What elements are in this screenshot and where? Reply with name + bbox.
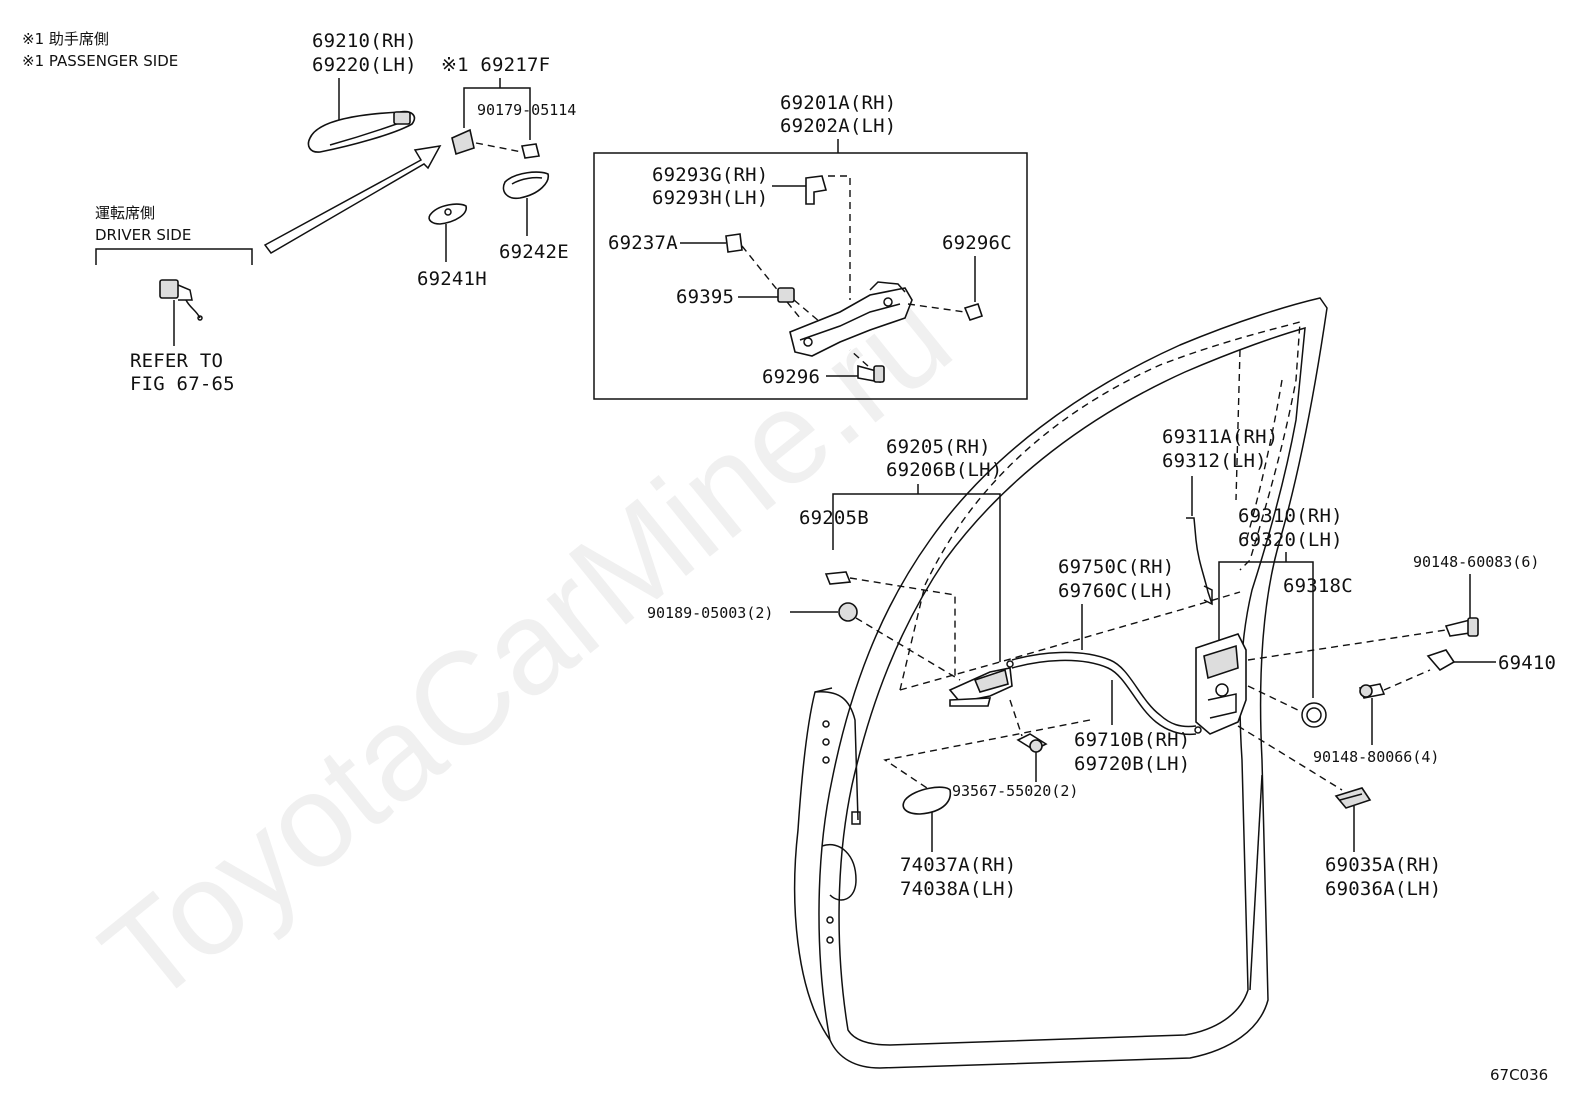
clip-part-69237a	[725, 233, 743, 253]
callout-93567: 93567-55020(2)	[952, 782, 1078, 800]
callout-69205: 69205(RH)	[886, 436, 991, 458]
plug-part-69205b	[824, 571, 852, 585]
callout-69202a: 69202A(LH)	[780, 115, 896, 137]
callout-69036a: 69036A(LH)	[1325, 878, 1441, 900]
inside-handle-part	[948, 667, 1013, 707]
cable-part	[1006, 651, 1202, 736]
callout-90189: 90189-05003(2)	[647, 604, 773, 622]
callout-74038a: 74038A(LH)	[900, 878, 1016, 900]
callout-69201a: 69201A(RH)	[780, 92, 896, 114]
refer-text-2: FIG 67-65	[130, 373, 235, 395]
callout-69206b: 69206B(LH)	[886, 459, 1002, 481]
callout-69296: 69296	[762, 366, 820, 388]
callout-69310: 69310(RH)	[1238, 505, 1343, 527]
callout-69410: 69410	[1498, 652, 1556, 674]
screw-part-69296c	[963, 303, 984, 321]
door-panel	[793, 297, 1328, 1069]
lock-rod-part	[1186, 517, 1213, 606]
handle-frame-part	[789, 281, 913, 357]
frame-assy-box	[593, 152, 1028, 400]
driver-note-jp: 運転席側	[95, 204, 155, 222]
callout-69320: 69320(LH)	[1238, 529, 1343, 551]
striker-part-69410	[1426, 649, 1456, 672]
callout-69760c: 69760C(LH)	[1058, 580, 1174, 602]
callout-69035a: 69035A(RH)	[1325, 854, 1441, 876]
callout-90148-80066: 90148-80066(4)	[1313, 748, 1439, 766]
bolt-part-93567	[1016, 733, 1048, 753]
callout-69312: 69312(LH)	[1162, 450, 1267, 472]
key-cylinder-cover-part	[451, 128, 475, 156]
callout-69710b: 69710B(RH)	[1074, 729, 1190, 751]
grommet-part-69318c	[1301, 702, 1327, 728]
callout-69210: 69210(RH)	[312, 30, 417, 52]
driver-bracket	[95, 248, 253, 265]
callout-69237a: 69237A	[608, 232, 678, 254]
screw-part-90179	[521, 143, 540, 159]
callout-69242e: 69242E	[499, 241, 569, 263]
screw-part-69296	[857, 364, 885, 383]
callout-69395: 69395	[676, 286, 734, 308]
figure-code: 67C036	[1490, 1066, 1548, 1084]
callout-69241h: 69241H	[417, 268, 487, 290]
bezel-part-74037a	[902, 786, 952, 815]
bracket-part-69293	[805, 175, 828, 205]
callout-69318c: 69318C	[1283, 575, 1353, 597]
pad-part-69395	[777, 287, 795, 303]
callout-69205b: 69205B	[799, 507, 869, 529]
handle-base-part	[428, 203, 467, 225]
handle-pad-part	[502, 171, 549, 200]
callout-69293h: 69293H(LH)	[652, 187, 768, 209]
direction-arrow-icon	[263, 145, 442, 254]
callout-69296c: 69296C	[942, 232, 1012, 254]
callout-69217f: ※1 69217F	[441, 54, 550, 76]
outside-handle-part	[307, 110, 416, 153]
driver-note-en: DRIVER SIDE	[95, 226, 191, 244]
screw-part-90148-60083	[1444, 617, 1479, 637]
clip-part-90189	[838, 602, 858, 622]
callout-69750c: 69750C(RH)	[1058, 556, 1174, 578]
lock-cover-part-69035a	[1334, 787, 1372, 809]
callout-74037a: 74037A(RH)	[900, 854, 1016, 876]
door-lock-part	[1195, 633, 1247, 735]
screw-part-90148-80066	[1358, 683, 1386, 699]
lock-cylinder-part	[159, 279, 203, 321]
callout-69311a: 69311A(RH)	[1162, 426, 1278, 448]
callout-90179: 90179-05114	[477, 101, 576, 119]
passenger-note-en: ※1 PASSENGER SIDE	[22, 52, 178, 70]
callout-69220: 69220(LH)	[312, 54, 417, 76]
passenger-note-jp: ※1 助手席側	[22, 30, 109, 48]
callout-69293g: 69293G(RH)	[652, 164, 768, 186]
callout-90148-60083: 90148-60083(6)	[1413, 553, 1539, 571]
callout-69720b: 69720B(LH)	[1074, 753, 1190, 775]
refer-text-1: REFER TO	[130, 350, 223, 372]
